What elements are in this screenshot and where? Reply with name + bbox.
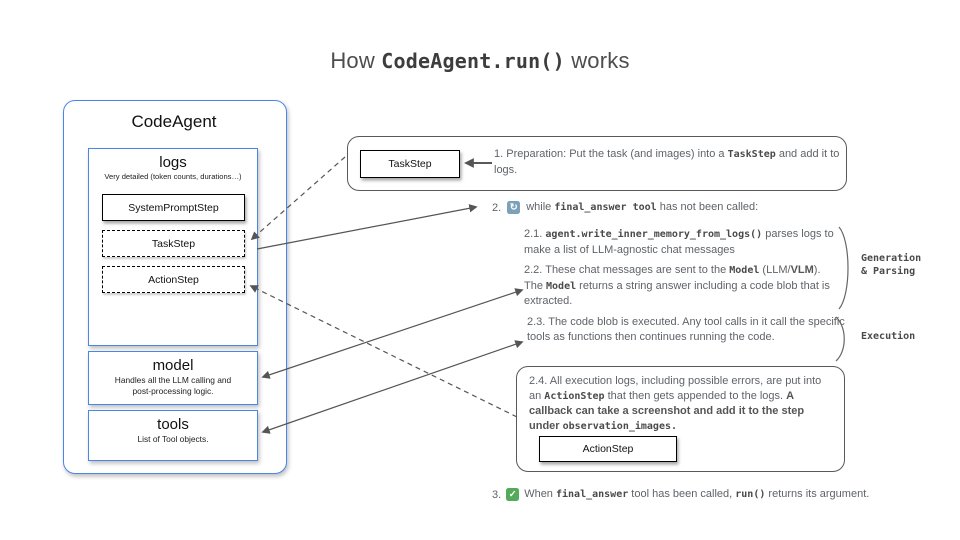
step22-t2: (LLM/ <box>759 264 791 276</box>
step3-line: 3. ✓ When final_answer tool has been cal… <box>492 487 960 503</box>
arrow-logs-to-step2 <box>256 204 478 250</box>
step21-t1: parses logs to make a list of LLM-agnost… <box>524 228 834 256</box>
step3-text: When final_answer tool has been called, … <box>524 487 869 503</box>
step22-code2: Model <box>546 280 577 292</box>
step1-number: 1. <box>494 148 504 160</box>
generation-group-brace <box>838 226 849 310</box>
systempromptstep-box: SystemPromptStep <box>102 194 245 221</box>
model-subtitle: Handles all the LLM calling and post-pro… <box>114 375 232 396</box>
codeagent-title: CodeAgent <box>131 112 217 131</box>
tools-subtitle: List of Tool objects. <box>137 434 209 444</box>
step2-t2: has not been called: <box>656 201 759 213</box>
step24-number: 2.4. <box>529 375 550 387</box>
step3-code2: run() <box>735 489 766 500</box>
model-box: model Handles all the LLM calling and po… <box>88 351 258 405</box>
step22-t4: returns a string answer including a code… <box>524 279 830 308</box>
step23-number: 2.3. <box>527 316 549 328</box>
actionstep-box: ActionStep <box>102 266 245 293</box>
step2-number: 2. <box>492 201 502 214</box>
step24-bold: A callback can take a screenshot and add… <box>529 389 805 432</box>
step1-t2: and add it to logs. <box>494 148 840 176</box>
step1-code: TaskStep <box>727 149 776 160</box>
step24-actionstep-label: ActionStep <box>582 443 634 455</box>
execution-label: Execution <box>861 330 915 343</box>
tools-title: tools <box>157 416 189 433</box>
actionstep-label: ActionStep <box>148 273 199 286</box>
step24-code1: ActionStep <box>544 390 605 402</box>
step2-code: final_answer tool <box>554 202 657 213</box>
logs-title: logs <box>159 154 187 171</box>
step2-text: while final_answer tool has not been cal… <box>526 200 758 216</box>
generation-label-line2: & Parsing <box>861 266 916 277</box>
step24-t2: that then gets appended to the logs. <box>604 389 787 402</box>
step3-number: 3. <box>492 488 502 501</box>
systempromptstep-label: SystemPromptStep <box>128 201 219 214</box>
step1-taskstep-box: TaskStep <box>360 150 460 178</box>
step22-bold: VLM <box>790 264 814 276</box>
step1-text: 1. Preparation: Put the task (and images… <box>494 147 842 177</box>
logs-subtitle: Very detailed (token counts, durations…) <box>104 172 242 181</box>
step24-boldcode: observation_images. <box>562 420 678 432</box>
generation-parsing-label: Generation & Parsing <box>861 252 921 278</box>
step3-code1: final_answer <box>555 489 629 500</box>
step3-t3: returns its argument. <box>765 488 870 500</box>
step3-t2: tool has been called, <box>628 488 736 500</box>
step22-code1: Model <box>729 265 760 276</box>
arrow-step23-tools <box>261 340 524 434</box>
step1-taskstep-label: TaskStep <box>388 158 432 170</box>
model-title: model <box>152 357 194 374</box>
check-icon: ✓ <box>506 488 520 502</box>
loop-icon-glyph: ↻ <box>509 201 518 213</box>
arrow-step22-model <box>261 288 524 379</box>
logs-box: logs Very detailed (token counts, durati… <box>88 148 258 346</box>
page-title: How CodeAgent.run() works <box>0 48 960 74</box>
title-code: CodeAgent.run() <box>381 49 565 73</box>
step22-t3: ). The <box>524 264 821 292</box>
step22-number: 2.2. <box>524 264 546 276</box>
step1-t1: Preparation: Put the task (and images) i… <box>503 148 728 160</box>
step24-text: 2.4. All execution logs, including possi… <box>529 374 831 434</box>
taskstep-label: TaskStep <box>151 237 196 250</box>
loop-icon: ↻ <box>507 201 521 215</box>
step24-t1: All execution logs, including possible e… <box>529 375 822 402</box>
tools-box: tools List of Tool objects. <box>88 410 258 461</box>
step2-line: 2. ↻ while final_answer tool has not bee… <box>492 200 912 216</box>
step23-text: 2.3. The code blob is executed. Any tool… <box>527 315 849 344</box>
title-prefix: How <box>330 48 382 73</box>
step22-t1: These chat messages are sent to the <box>545 264 730 276</box>
step24-actionstep-box: ActionStep <box>539 436 677 462</box>
step2-t1: while <box>526 201 555 213</box>
step22-text: 2.2. These chat messages are sent to the… <box>524 263 838 309</box>
step23-t1: The code blob is executed. Any tool call… <box>527 316 845 343</box>
generation-label-line1: Generation <box>861 253 922 264</box>
execution-label-text: Execution <box>861 331 916 342</box>
step3-t1: When <box>524 488 556 500</box>
check-icon-glyph: ✓ <box>508 488 517 500</box>
title-suffix: works <box>564 48 630 73</box>
arrow-step24-to-actionstep <box>249 285 518 418</box>
step24-box: 2.4. All execution logs, including possi… <box>516 366 845 472</box>
step21-code: agent.write_inner_memory_from_logs() <box>545 229 763 240</box>
taskstep-box: TaskStep <box>102 230 245 257</box>
step21-number: 2.1. <box>524 228 546 240</box>
step21-text: 2.1. agent.write_inner_memory_from_logs(… <box>524 227 838 257</box>
